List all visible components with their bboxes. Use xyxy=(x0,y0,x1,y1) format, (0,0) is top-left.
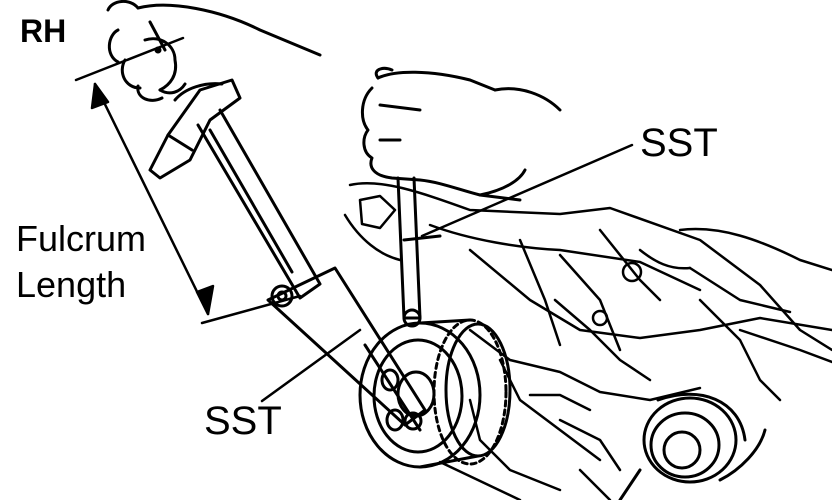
arrowhead-top xyxy=(90,82,110,110)
tool-grip xyxy=(148,78,242,180)
right-hand xyxy=(361,66,562,202)
engine-block xyxy=(343,181,832,500)
sst-label-top: SST xyxy=(640,121,718,165)
ratchet-tool xyxy=(396,176,442,328)
left-hand xyxy=(106,0,322,102)
fulcrum-dimension xyxy=(74,36,302,325)
leader-sst-bottom xyxy=(260,328,362,403)
fulcrum-label-line2: Length xyxy=(16,264,127,305)
idler-pulley xyxy=(618,392,767,500)
holding-tool xyxy=(196,108,427,432)
arrowhead-bottom xyxy=(195,284,215,316)
sst-label-bottom: SST xyxy=(204,399,282,443)
fulcrum-label-line1: Fulcrum xyxy=(16,218,147,259)
extension-line-top xyxy=(74,36,185,82)
leader-sst-top xyxy=(420,143,634,238)
leader-lines xyxy=(260,143,634,403)
dimension-line xyxy=(93,82,210,316)
side-label: RH xyxy=(20,13,67,49)
extension-line-bottom xyxy=(200,294,302,325)
